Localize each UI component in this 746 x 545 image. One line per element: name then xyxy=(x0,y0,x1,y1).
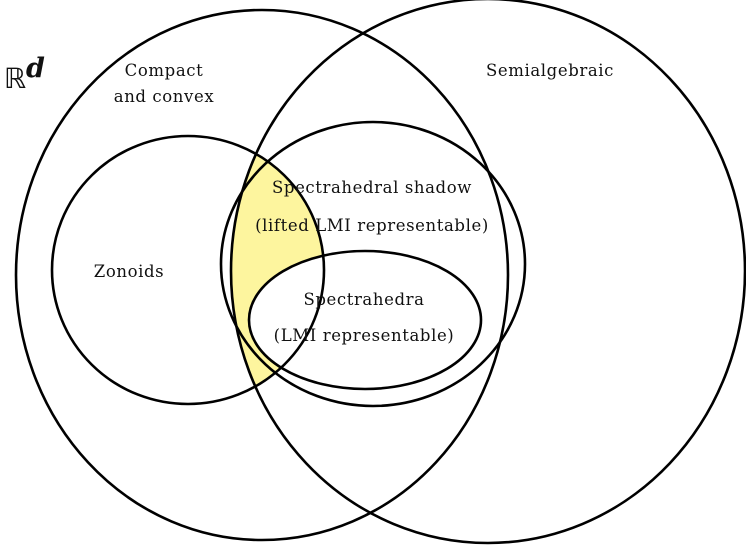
semialgebraic-label: Semialgebraic xyxy=(486,61,614,80)
compact-convex-label-line1: Compact xyxy=(125,61,204,80)
compact-convex-label-line2: and convex xyxy=(114,87,215,106)
spectrahedral-shadow-circle xyxy=(219,120,527,408)
compact-convex-circle xyxy=(14,8,510,542)
spectrahedral-shadow-label-line2: (lifted LMI representable) xyxy=(255,216,489,235)
spectrahedra-label-line2: (LMI representable) xyxy=(274,326,455,345)
zonoids-label: Zonoids xyxy=(94,262,164,281)
spectrahedral-shadow-label-line1: Spectrahedral shadow xyxy=(272,178,472,197)
semialgebraic-circle xyxy=(229,0,746,545)
ambient-space-label: ℝ d xyxy=(4,53,45,95)
ambient-space-symbol: ℝ xyxy=(4,62,26,95)
ambient-space-exponent: d xyxy=(26,53,45,84)
spectrahedra-ellipse xyxy=(247,249,483,391)
zonoids-circle xyxy=(50,134,326,406)
spectrahedra-label-line1: Spectrahedra xyxy=(303,290,424,309)
